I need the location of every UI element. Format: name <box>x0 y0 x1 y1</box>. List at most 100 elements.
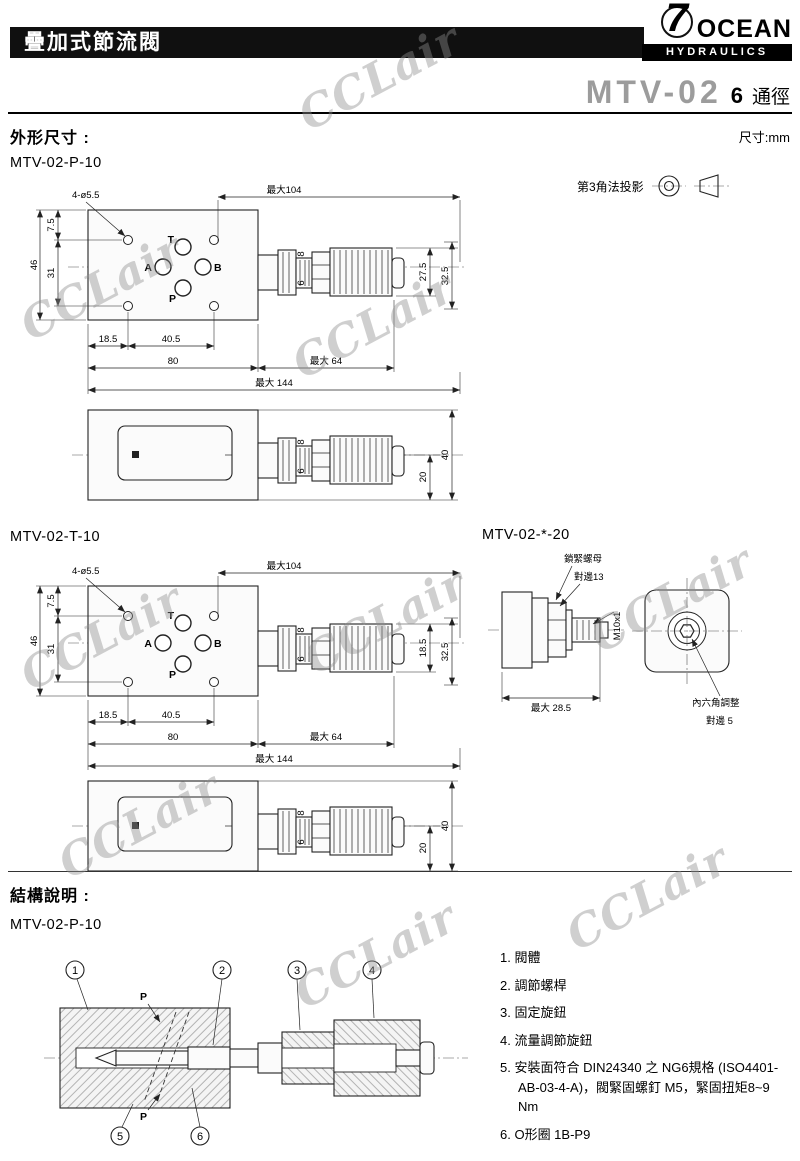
dim-label-31: 31 <box>46 268 57 279</box>
logo-subtitle: HYDRAULICS <box>642 44 792 61</box>
dim-label-7-5: 7.5 <box>46 594 57 607</box>
callout-1: 1 <box>65 960 89 1011</box>
port-label-b: B <box>214 262 222 274</box>
thread-leader <box>592 611 615 625</box>
drawing-t10-top-view: T A B P 8 6 <box>29 560 464 770</box>
port-mark <box>132 451 139 458</box>
logo-seven-mark: 7 <box>660 0 697 42</box>
dimension-lines <box>258 409 458 501</box>
adjust-screw-end-view <box>632 578 742 686</box>
port-label-p-bottom: P <box>140 1111 147 1123</box>
dim-label-40: 40 <box>440 821 451 832</box>
port-label-a: A <box>144 262 152 274</box>
header-divider <box>8 112 792 114</box>
bore-unit: 通徑 <box>751 87 790 108</box>
dim-label-80: 80 <box>168 356 179 367</box>
knob-assembly <box>257 806 405 856</box>
dim-label-max104: 最大104 <box>267 560 302 572</box>
part-item-1: 1. 閥體 <box>500 950 541 965</box>
dim-label-stem-6: 6 <box>296 468 307 473</box>
label-locknut: 鎖緊螺母 <box>564 553 602 565</box>
dim-label-max64: 最大 64 <box>310 355 342 367</box>
port-label-t: T <box>168 234 175 246</box>
dimension-lines <box>36 194 461 394</box>
svg-text:1: 1 <box>72 965 78 977</box>
dim-label-stem-6: 6 <box>296 280 307 285</box>
unit-note: 尺寸:mm <box>738 130 790 145</box>
dim-label-40: 40 <box>440 450 451 461</box>
body-face-recess <box>117 796 233 852</box>
model-heading: MTV-02 6 通徑 <box>586 74 790 111</box>
projection-symbol-icon <box>651 174 730 198</box>
brand-logo: 7 OCEAN HYDRAULICS <box>642 0 792 61</box>
dim-label-46: 46 <box>29 260 40 271</box>
section-title-structure: 結構說明 : <box>10 888 90 905</box>
svg-text:6: 6 <box>197 1131 203 1143</box>
dim-label-32-5: 32.5 <box>440 267 451 286</box>
dim-label-stem-6: 6 <box>296 656 307 661</box>
throttle-spindle <box>94 1042 283 1074</box>
label-structure-p10: MTV-02-P-10 <box>10 917 102 933</box>
dim-label-holes: 4-ø5.5 <box>72 190 99 201</box>
section-divider <box>8 871 792 872</box>
label-star20: MTV-02-*-20 <box>482 527 570 543</box>
dim-label-stem-8: 8 <box>296 810 307 815</box>
adjust-screw-side-view <box>501 591 609 669</box>
callout-2: 2 <box>212 960 232 1046</box>
dim-label-18-5-v: 18.5 <box>418 639 429 658</box>
dim-label-holes: 4-ø5.5 <box>72 566 99 577</box>
dim-label-18-5: 18.5 <box>99 710 118 721</box>
page-title: 疊加式節流閥 <box>10 27 644 58</box>
port-label-p: P <box>169 293 176 305</box>
logo-circle-icon <box>660 6 693 38</box>
body-face-recess <box>117 425 233 481</box>
part-item-2: 2. 調節螺桿 <box>500 977 567 993</box>
svg-text:4: 4 <box>369 965 375 977</box>
part-item-4: 4. 流量調節旋鈕 <box>500 1032 593 1048</box>
locknut-leader <box>555 565 573 601</box>
dim-label-18-5: 18.5 <box>99 334 118 345</box>
model-number: MTV-02 <box>585 74 722 110</box>
callout-6: 6 <box>190 1087 210 1146</box>
watermark: CCLair <box>558 833 738 962</box>
part-item-6: 6. O形圈 1B-P9 <box>500 1126 591 1142</box>
port-label-a: A <box>144 638 152 650</box>
callout-5: 5 <box>110 1103 134 1146</box>
dim-label-max144: 最大 144 <box>255 377 293 389</box>
logo-wordmark: 7 OCEAN <box>642 0 792 43</box>
label-hex-adjust: 內六角調整 <box>692 697 740 709</box>
dim-label-7-5: 7.5 <box>46 218 57 231</box>
drawing-star20: 鎖緊螺母 對邊13 M10x1 最大 28.5 內六角調整 對邊 5 <box>488 553 742 727</box>
dim-label-40-5: 40.5 <box>162 710 181 721</box>
dim-label-40-5: 40.5 <box>162 334 181 345</box>
port-label-p: P <box>169 669 176 681</box>
label-flats13: 對邊13 <box>574 571 604 583</box>
dim-label-46: 46 <box>29 636 40 647</box>
section-title-outline: 外形尺寸 : <box>10 130 90 147</box>
knob-assembly <box>257 435 405 485</box>
label-p10: MTV-02-P-10 <box>10 155 102 171</box>
label-t10: MTV-02-T-10 <box>10 529 101 545</box>
dim-label-max104: 最大104 <box>267 184 302 196</box>
dimension-lines <box>36 570 461 770</box>
knob-assembly <box>257 247 405 297</box>
port-p-top-leader <box>147 1003 161 1023</box>
drawing-p10-top-view: T A B P 8 6 <box>29 184 464 394</box>
port-p-bottom-leader <box>147 1093 161 1111</box>
dim-label-max28-5: 最大 28.5 <box>531 702 571 714</box>
logo-brand-name: OCEAN <box>696 15 792 43</box>
callout-3: 3 <box>287 960 307 1031</box>
dim-label-80: 80 <box>168 732 179 743</box>
projection-note: 第3角法投影 <box>577 172 732 200</box>
flats13-leader <box>559 583 581 607</box>
callout-4: 4 <box>362 960 382 1019</box>
svg-text:2: 2 <box>219 965 225 977</box>
parts-list: 1. 閥體 2. 調節螺桿 3. 固定旋鈕 4. 流量調節旋鈕 5. 安裝面符合… <box>500 948 792 1152</box>
mounting-holes <box>123 611 219 687</box>
dim-label-stem-8: 8 <box>296 439 307 444</box>
drawing-structure-section: P P 1 2 3 4 5 <box>44 960 468 1146</box>
valve-body-top <box>87 209 259 321</box>
dim-label-stem-8: 8 <box>296 627 307 632</box>
port-label-t: T <box>168 610 175 622</box>
label-flats5: 對邊 5 <box>706 715 733 727</box>
